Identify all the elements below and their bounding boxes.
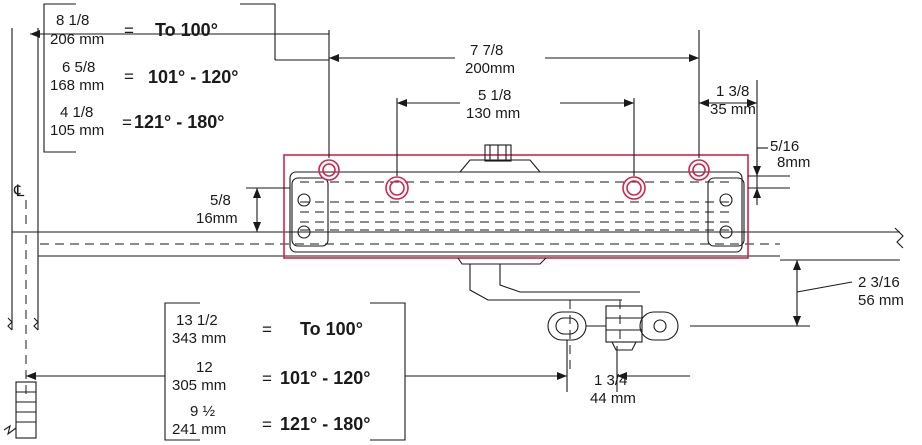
dimension-lines — [26, 30, 853, 392]
top-row1-mm: 206 mm — [50, 31, 104, 48]
top-row2-eq: = — [124, 67, 134, 86]
dim-top-offset-mm: 8mm — [777, 154, 810, 171]
bottom-row1-inch: 13 1/2 — [176, 312, 218, 329]
centerline-symbol: ℄ — [13, 183, 25, 200]
bottom-row1-eq: = — [262, 320, 272, 339]
dim-end-inch: 1 3/8 — [716, 83, 749, 100]
bottom-row2-eq: = — [262, 369, 272, 388]
bottom-row3-eq: = — [262, 415, 272, 434]
bottom-spec-table — [164, 302, 406, 441]
top-spec-table — [43, 3, 276, 153]
hinge-illustration — [3, 381, 37, 439]
bottom-row3-mm: 241 mm — [172, 421, 226, 438]
top-row1-inch: 8 1/8 — [56, 12, 89, 29]
dim-overall-mm: 200mm — [465, 60, 515, 77]
door-top-edge — [40, 227, 904, 261]
dim-shoe-mm: 44 mm — [590, 390, 636, 407]
bottom-row1-mm: 343 mm — [172, 330, 226, 347]
dim-arm-drop-inch: 2 3/16 — [858, 274, 900, 291]
mounting-holes — [318, 159, 710, 200]
arm-assembly — [457, 257, 679, 370]
top-row3-mm: 105 mm — [50, 122, 104, 139]
dim-hole-drop-inch: 5/8 — [210, 192, 231, 209]
dim-hole-drop-mm: 16mm — [196, 210, 238, 227]
bottom-row2-inch: 12 — [196, 359, 213, 376]
dim-top-offset-inch: 5/16 — [770, 138, 799, 155]
bottom-row3-inch: 9 ½ — [190, 403, 216, 420]
top-row3-inch: 4 1/8 — [60, 104, 93, 121]
top-row3-eq: = — [122, 113, 132, 132]
dim-inner-inch: 5 1/8 — [478, 87, 511, 104]
bottom-row2-range: 101° - 120° — [280, 368, 370, 388]
bottom-row3-range: 121° - 180° — [280, 414, 370, 434]
dim-arm-drop-mm: 56 mm — [858, 292, 904, 309]
bottom-row1-range: To 100° — [300, 319, 363, 339]
door-frame-outline — [7, 28, 280, 400]
closer-body — [289, 144, 745, 253]
closer-body-outline — [283, 154, 749, 259]
dim-overall-inch: 7 7/8 — [470, 42, 503, 59]
top-row3-range: 121° - 180° — [134, 112, 224, 132]
bottom-row2-mm: 305 mm — [172, 377, 226, 394]
top-row2-range: 101° - 120° — [148, 67, 238, 87]
dim-shoe-inch: 1 3/4 — [594, 372, 627, 389]
top-row1-range: To 100° — [155, 20, 218, 40]
top-row2-mm: 168 mm — [50, 77, 104, 94]
top-row1-eq: = — [124, 21, 134, 40]
dim-inner-mm: 130 mm — [466, 105, 520, 122]
top-row2-inch: 6 5/8 — [62, 59, 95, 76]
dim-end-mm: 35 mm — [710, 101, 756, 118]
